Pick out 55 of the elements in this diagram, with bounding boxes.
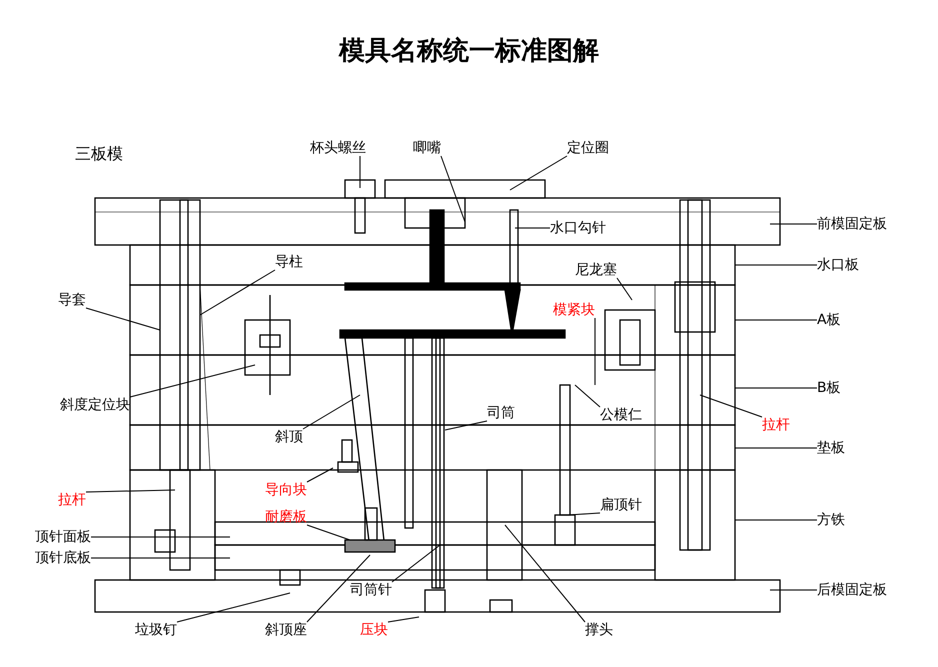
part-label: 拉杆 (762, 417, 790, 433)
part-label: 顶针面板 (35, 529, 91, 545)
leader-line (616, 278, 632, 300)
leader-line (90, 536, 230, 538)
part-label: 压块 (360, 622, 388, 638)
part-label: 斜顶 (275, 429, 303, 445)
part-label: 水口板 (817, 257, 859, 273)
leader-line (306, 468, 334, 482)
leader-line (306, 524, 350, 540)
leader-line (440, 156, 466, 222)
part-label: 水口勾针 (550, 220, 606, 236)
leader-line (574, 384, 600, 408)
title: 模具名称统一标准图解 (338, 35, 600, 67)
leader-line (734, 264, 818, 266)
part-label: 方铁 (817, 512, 845, 528)
leader-line (302, 394, 360, 430)
leader-line (86, 490, 176, 492)
part-label: 前模固定板 (817, 216, 887, 232)
part-label: 拉杆 (58, 492, 86, 508)
part-label: 司筒针 (350, 582, 392, 598)
part-label: 斜顶座 (265, 622, 307, 638)
mold-type-label: 三板模 (75, 146, 123, 162)
part-label: 公模仁 (600, 407, 642, 423)
leader-line (504, 524, 586, 622)
part-label: 唧嘴 (413, 140, 441, 156)
leader-line (130, 364, 256, 398)
leader-line (176, 592, 290, 622)
leader-line (392, 544, 440, 582)
leader-line (700, 394, 762, 418)
part-label: 杯头螺丝 (310, 140, 366, 156)
part-label: 定位圈 (567, 140, 609, 156)
part-label: 顶针底板 (35, 550, 91, 566)
part-label: 导套 (58, 292, 86, 308)
leader-line (444, 420, 488, 430)
part-label: 后模固定板 (817, 582, 887, 598)
part-label: A板 (817, 312, 841, 328)
part-label: B板 (817, 380, 841, 396)
leader-line (306, 554, 370, 622)
part-label: 扁顶针 (600, 497, 642, 513)
leader-line (568, 512, 600, 516)
part-label: 导柱 (275, 254, 303, 270)
part-label: 尼龙塞 (575, 262, 617, 278)
leader-line (86, 308, 160, 330)
part-label: 撑头 (585, 622, 613, 638)
leader-line (200, 270, 276, 316)
leader-line (388, 616, 420, 622)
part-label: 导向块 (265, 482, 307, 498)
part-label: 司筒 (487, 405, 515, 421)
leader-line (510, 156, 568, 190)
part-label: 垫板 (817, 440, 845, 456)
part-label: 垃圾钉 (135, 622, 177, 638)
part-label: 耐磨板 (265, 509, 307, 525)
part-label: 模紧块 (553, 302, 595, 318)
part-label: 斜度定位块 (60, 397, 130, 413)
leader-line (594, 318, 596, 386)
